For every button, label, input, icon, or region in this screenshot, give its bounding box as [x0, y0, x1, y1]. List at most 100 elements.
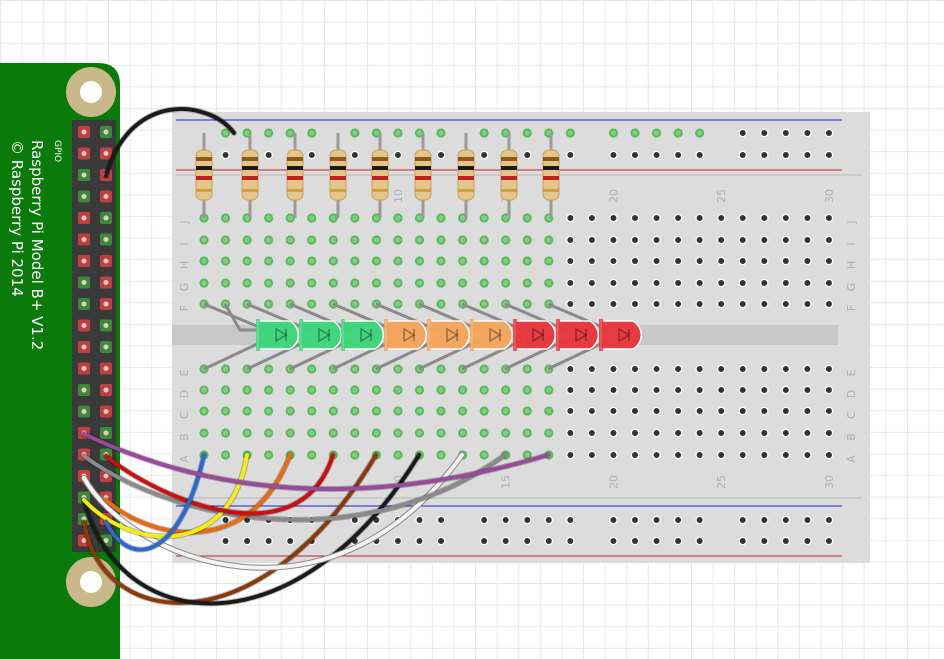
- wire-blue: [104, 453, 206, 552]
- breadboard-hole: [609, 428, 618, 438]
- breadboard-hole: [264, 299, 274, 309]
- breadboard-hole: [479, 213, 489, 223]
- breadboard-hole: [242, 278, 252, 288]
- wires: [81, 106, 551, 607]
- breadboard-hole: [587, 278, 597, 288]
- gpio-pin-dot: [81, 538, 87, 543]
- breadboard-hole: [414, 235, 425, 245]
- breadboard-hole: [824, 256, 834, 266]
- breadboard-hole: [781, 278, 791, 288]
- breadboard-hole: [803, 213, 812, 223]
- led-leg: [461, 338, 524, 371]
- breadboard-hole: [566, 406, 575, 416]
- breadboard-hole: [393, 256, 403, 266]
- breadboard-hole: [501, 385, 511, 395]
- breadboard-hole: [501, 428, 511, 438]
- breadboard-hole: [264, 150, 273, 160]
- row-letter: G: [178, 283, 191, 292]
- breadboard-hole: [803, 385, 812, 395]
- breadboard-hole: [522, 450, 532, 460]
- breadboard-hole: [695, 278, 704, 288]
- breadboard-hole: [479, 515, 489, 525]
- row-letter: D: [845, 390, 858, 398]
- breadboard-hole: [285, 213, 295, 223]
- breadboard-hole: [652, 278, 661, 288]
- breadboard-hole: [393, 128, 403, 138]
- breadboard-hole: [609, 299, 618, 309]
- breadboard-hole: [501, 406, 511, 416]
- breadboard-hole: [760, 278, 769, 288]
- breadboard-hole: [264, 428, 274, 438]
- resistor: [371, 133, 389, 218]
- breadboard-hole: [544, 536, 554, 546]
- breadboard-hole: [781, 515, 791, 525]
- breadboard-hole: [824, 364, 834, 374]
- breadboard-hole: [824, 428, 834, 438]
- breadboard-hole: [220, 256, 231, 266]
- breadboard-hole: [544, 385, 554, 395]
- breadboard-hole: [350, 450, 360, 460]
- breadboard-hole: [803, 428, 812, 438]
- row-letter: B: [178, 433, 191, 441]
- breadboard-hole: [630, 128, 640, 138]
- breadboard-hole: [673, 515, 683, 525]
- gpio-pin-dot: [103, 129, 109, 135]
- led-red: [513, 319, 556, 351]
- breadboard-hole: [824, 385, 834, 395]
- breadboard-hole: [781, 150, 791, 160]
- row-letter: H: [845, 261, 858, 269]
- wire-orange: [104, 453, 292, 535]
- gpio-pin-dot: [81, 366, 87, 371]
- breadboard-hole: [371, 385, 381, 395]
- breadboard-hole: [566, 515, 575, 525]
- breadboard-hole: [220, 428, 231, 438]
- breadboard-hole: [760, 150, 769, 160]
- breadboard-hole: [652, 450, 661, 460]
- breadboard-hole: [371, 278, 381, 288]
- breadboard-hole: [781, 428, 791, 438]
- breadboard-hole: [695, 128, 705, 138]
- breadboard-hole: [673, 278, 683, 288]
- breadboard-hole: [738, 299, 747, 309]
- column-number: 25: [715, 189, 728, 203]
- gpio-pin-dot: [81, 344, 87, 350]
- breadboard-hole: [393, 213, 403, 223]
- wire-yellow: [82, 453, 249, 539]
- breadboard-hole: [738, 428, 747, 438]
- gpio-pin-dot: [103, 301, 109, 307]
- breadboard-hole: [307, 150, 316, 160]
- breadboard-hole: [242, 385, 252, 395]
- led-red: [556, 319, 599, 351]
- breadboard-hole: [199, 278, 209, 288]
- breadboard-hole: [307, 364, 317, 374]
- gpio-pin-dot: [103, 538, 109, 543]
- breadboard-hole: [630, 213, 640, 223]
- breadboard-hole: [264, 256, 274, 266]
- breadboard-hole: [652, 364, 661, 374]
- breadboard-hole: [436, 213, 446, 223]
- breadboard-hole: [760, 536, 769, 546]
- breadboard-hole: [479, 128, 489, 138]
- breadboard-hole: [264, 364, 274, 374]
- resistor: [500, 133, 518, 218]
- breadboard-hole: [523, 536, 532, 546]
- breadboard-hole: [652, 235, 661, 245]
- wire-black: [82, 453, 421, 606]
- led-legs: [203, 302, 610, 371]
- breadboard-hole: [479, 406, 489, 416]
- breadboard-hole: [436, 385, 446, 395]
- resistor: [241, 133, 259, 218]
- breadboard-hole: [328, 385, 338, 395]
- breadboard-hole: [479, 278, 489, 288]
- breadboard-hole: [608, 128, 619, 138]
- gpio-pin-dot: [81, 301, 87, 307]
- breadboard-hole: [479, 536, 489, 546]
- breadboard-hole: [285, 385, 295, 395]
- breadboard-hole: [609, 235, 618, 245]
- led-leg: [461, 302, 524, 332]
- breadboard-hole: [760, 450, 769, 460]
- breadboard-hole: [479, 299, 489, 309]
- mounting-hole-bottom-inner: [80, 571, 102, 593]
- breadboard-hole: [738, 150, 747, 160]
- breadboard-hole: [285, 256, 295, 266]
